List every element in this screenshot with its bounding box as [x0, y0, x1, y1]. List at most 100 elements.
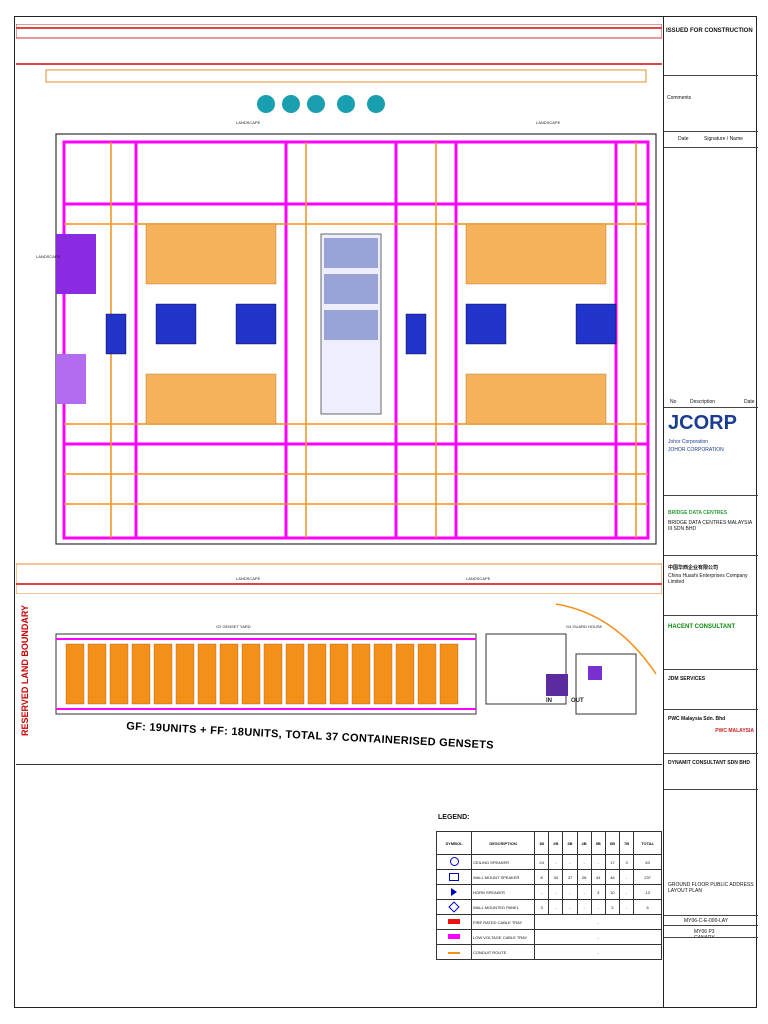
legend-title: LEGEND:: [438, 814, 470, 821]
revision-description: Description: [690, 399, 716, 405]
legend-value: -: [618, 899, 635, 915]
client-logo: JCORP: [668, 412, 737, 434]
legend-desc: HORN SPEAKER: [471, 884, 536, 900]
consultant4-box: DYNAMIT CONSULTANT SDN BHD: [664, 754, 758, 790]
consultant4-name: DYNAMIT CONSULTANT SDN BHD: [668, 760, 751, 766]
horn-speaker-icon: [451, 887, 458, 896]
consultant3-logo: PWC MALAYSIA: [715, 728, 754, 734]
landscape-label: LANDSCAPE: [36, 254, 61, 259]
legend-value: 237: [633, 869, 662, 885]
legend-value: -: [562, 884, 578, 900]
consultant3-name: PWC Malaysia Sdn. Bhd: [668, 716, 726, 722]
comments-box: Comments: [664, 92, 758, 132]
legend-row: HORN SPEAKER - - - - 3 10 - 13: [435, 884, 662, 900]
legend-value: -: [548, 854, 564, 870]
legend-value: -: [576, 854, 592, 870]
legend-row: WALL MOUNT SPEAKER 8 34 37 28 44 46 - 23…: [435, 869, 662, 885]
out-label: OUT: [571, 698, 584, 704]
genset-yard-plan: G2 GENSET YARD G4 GUARD HOUSE IN OUT: [16, 594, 662, 765]
legend-value: -: [618, 884, 635, 900]
legend-header-row: SYMBOL DESCRIPTION 1B 2B 3B 4B 5B 6B 7B …: [435, 831, 662, 855]
legend-value: -: [548, 899, 564, 915]
legend-value: 24: [534, 854, 550, 870]
signature-row: Date Signature / Name: [664, 132, 758, 148]
legend-value: -: [576, 884, 592, 900]
legend-value: 28: [576, 869, 592, 885]
contractor-en: China Huashi Enterprises Company Limited: [668, 573, 748, 585]
legend-desc: CEILING SPEAKER: [471, 854, 536, 870]
legend-value: -: [534, 914, 662, 930]
landscape-label: LANDSCAPE: [236, 576, 261, 581]
contractor-box: 中国华西企业有限公司 China Huashi Enterprises Comp…: [664, 556, 758, 616]
genset-yard-label: G2 GENSET YARD: [216, 624, 251, 629]
legend-value: 34: [548, 869, 564, 885]
legend-row: CEILING SPEAKER 24 - - - - 17 3 63: [435, 854, 662, 870]
consultant1-logo: HACENT CONSULTANT: [668, 624, 736, 630]
title-block: ISSUED FOR CONSTRUCTION Comments Date Si…: [663, 16, 758, 1008]
legend-value: 13: [633, 884, 662, 900]
legend-value: 63: [633, 854, 662, 870]
legend-value: 8: [534, 869, 550, 885]
legend-value: -: [534, 944, 662, 960]
reserved-land-label: RESERVED LAND BOUNDARY: [20, 604, 30, 736]
comments-label: Comments: [667, 95, 692, 101]
ground-floor-plan: LANDSCAPE LANDSCAPE LANDSCAPE LANDSCAPE …: [16, 24, 662, 597]
legend: LEGEND: SYMBOL DESCRIPTION 1B 2B 3B 4B 5…: [435, 814, 662, 1006]
ceiling-speaker-icon: [449, 857, 459, 866]
legend-row: FIRE RATED CABLE TRAY -: [435, 914, 662, 930]
in-label: IN: [546, 698, 552, 704]
legend-value: -: [548, 884, 564, 900]
status-label: ISSUED FOR CONSTRUCTION: [666, 28, 753, 34]
legend-value: 3: [590, 884, 606, 900]
client-full: JOHOR CORPORATION: [668, 447, 724, 453]
legend-header-2b: 2B: [548, 831, 564, 855]
client-sub: Johor Corporation: [668, 439, 709, 445]
legend-value: -: [534, 884, 550, 900]
owner-box: BRIDGE DATA CENTRES BRIDGE DATA CENTRES …: [664, 496, 758, 556]
consultant-box: HACENT CONSULTANT: [664, 616, 758, 670]
legend-row: CONDUIT ROUTE -: [435, 944, 662, 960]
legend-desc: FIRE RATED CABLE TRAY: [471, 914, 536, 930]
owner-logo: BRIDGE DATA CENTRES: [668, 510, 728, 516]
drawing-sheet: [14, 16, 757, 1008]
guard-house-label: G4 GUARD HOUSE: [566, 624, 603, 629]
signature-label: Signature / Name: [704, 136, 743, 142]
legend-value: 44: [590, 869, 606, 885]
client-box: JCORP Johor Corporation JOHOR CORPORATIO…: [664, 408, 758, 496]
legend-row: WALL MOUNTED PANEL 3 - - - - 3 - 6: [435, 899, 662, 915]
legend-desc: LOW VOLTAGE CABLE TRAY: [471, 929, 536, 945]
panel-icon: [448, 900, 460, 913]
legend-header-5b: 5B: [590, 831, 606, 855]
legend-value: 37: [562, 869, 578, 885]
legend-value: -: [576, 899, 592, 915]
drawing-no: MY06-C-E-000-LAY: [684, 918, 729, 924]
drawing-title: GROUND FLOOR PUBLIC ADDRESS LAYOUT PLAN: [668, 882, 754, 894]
legend-value: 10: [604, 884, 621, 900]
landscape-label: LANDSCAPE: [466, 576, 491, 581]
genset-yard-drawing: [55, 603, 657, 715]
legend-header-4b: 4B: [576, 831, 592, 855]
revision-date: Date: [744, 399, 755, 405]
legend-value: 46: [604, 869, 621, 885]
drawing-title-box: GROUND FLOOR PUBLIC ADDRESS LAYOUT PLAN: [664, 876, 758, 916]
consultant2-box: JDM SERVICES: [664, 670, 758, 710]
legend-table: SYMBOL DESCRIPTION 1B 2B 3B 4B 5B 6B 7B …: [435, 831, 662, 960]
legend-value: -: [534, 929, 662, 945]
legend-row: LOW VOLTAGE CABLE TRAY -: [435, 929, 662, 945]
legend-value: -: [590, 899, 606, 915]
legend-header-6b: 6B: [604, 831, 621, 855]
lv-tray-swatch-icon: [448, 934, 461, 939]
legend-value: 3: [604, 899, 621, 915]
consultant2-logo: JDM SERVICES: [668, 676, 706, 682]
conduit-swatch-icon: [448, 951, 461, 954]
legend-header-description: DESCRIPTION: [471, 831, 536, 855]
legend-header-symbol: SYMBOL: [435, 831, 473, 855]
legend-desc: CONDUIT ROUTE: [471, 944, 536, 960]
legend-desc: WALL MOUNT SPEAKER: [471, 869, 536, 885]
status-box: ISSUED FOR CONSTRUCTION: [664, 16, 758, 76]
floor-plan-drawing: [16, 24, 662, 595]
rev-no: No: [670, 399, 677, 405]
legend-value: 3: [534, 899, 550, 915]
legend-value: -: [590, 854, 606, 870]
legend-value: -: [562, 854, 578, 870]
